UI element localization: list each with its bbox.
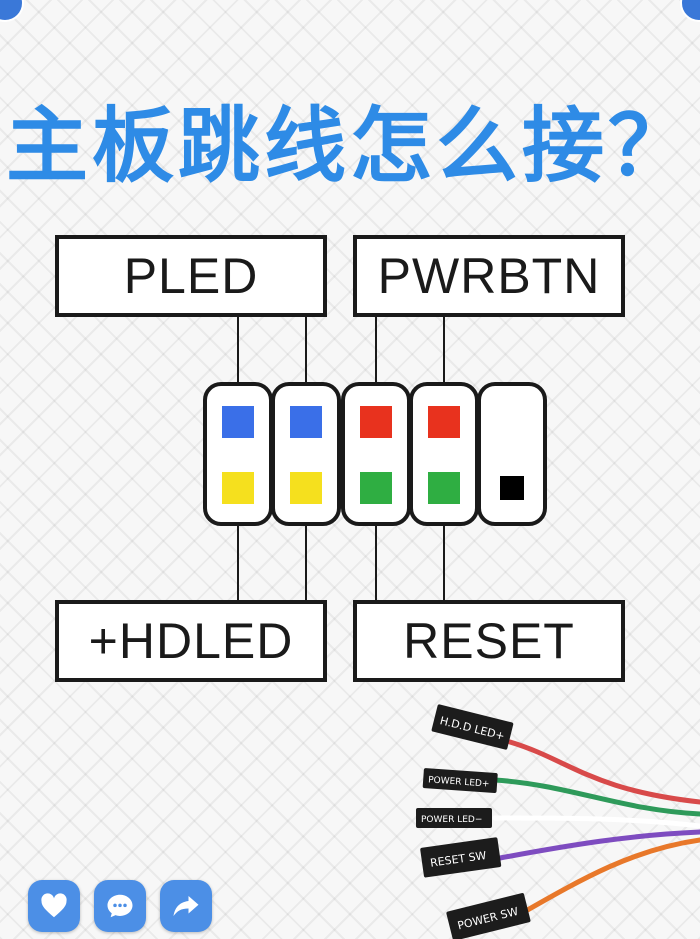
cable-wire-power-led-minus (492, 815, 700, 829)
page-title: 主板跳线怎么接？ (5, 99, 694, 194)
action-bar (28, 880, 212, 932)
heart-icon (41, 893, 67, 918)
comment-button[interactable] (94, 880, 146, 932)
cable-wire-power-led-plus (492, 777, 700, 817)
share-arrow-icon (173, 896, 199, 916)
label-pled: PLED (55, 235, 327, 317)
cable-wire-hdd (507, 739, 700, 805)
label-reset: RESET (353, 600, 625, 682)
pin-bottom (290, 472, 322, 504)
connector-power-sw: POWER SW (446, 893, 531, 939)
pin-top (222, 406, 254, 438)
pin-bottom (222, 472, 254, 504)
pin-top (360, 406, 392, 438)
pin-top (428, 406, 460, 438)
pin-column (271, 382, 341, 526)
label-pwrbtn: PWRBTN (353, 235, 625, 317)
connector-hdd: H.D.D LED+ (431, 704, 514, 750)
svg-text:POWER LED+: POWER LED+ (428, 775, 490, 789)
cable-connectors: H.D.D LED+ POWER LED+ POWER LED− RESET S… (416, 704, 700, 939)
like-button[interactable] (28, 880, 80, 932)
pin-bottom (500, 476, 524, 500)
jumper-diagram (203, 316, 547, 600)
chat-bubble-icon (107, 894, 133, 918)
pin-header (203, 382, 547, 526)
share-button[interactable] (160, 880, 212, 932)
pin-bottom (428, 472, 460, 504)
pin-top (290, 406, 322, 438)
svg-text:POWER LED−: POWER LED− (421, 815, 482, 825)
connector-power-led-plus: POWER LED+ (422, 768, 498, 793)
pin-bottom (360, 472, 392, 504)
label-hdled: +HDLED (55, 600, 327, 682)
connector-reset: RESET SW (420, 837, 502, 878)
cable-wire-reset (497, 829, 700, 861)
connector-power-led-minus: POWER LED− (416, 808, 492, 828)
pin-column (477, 382, 547, 526)
cable-wire-power-sw (507, 837, 700, 923)
